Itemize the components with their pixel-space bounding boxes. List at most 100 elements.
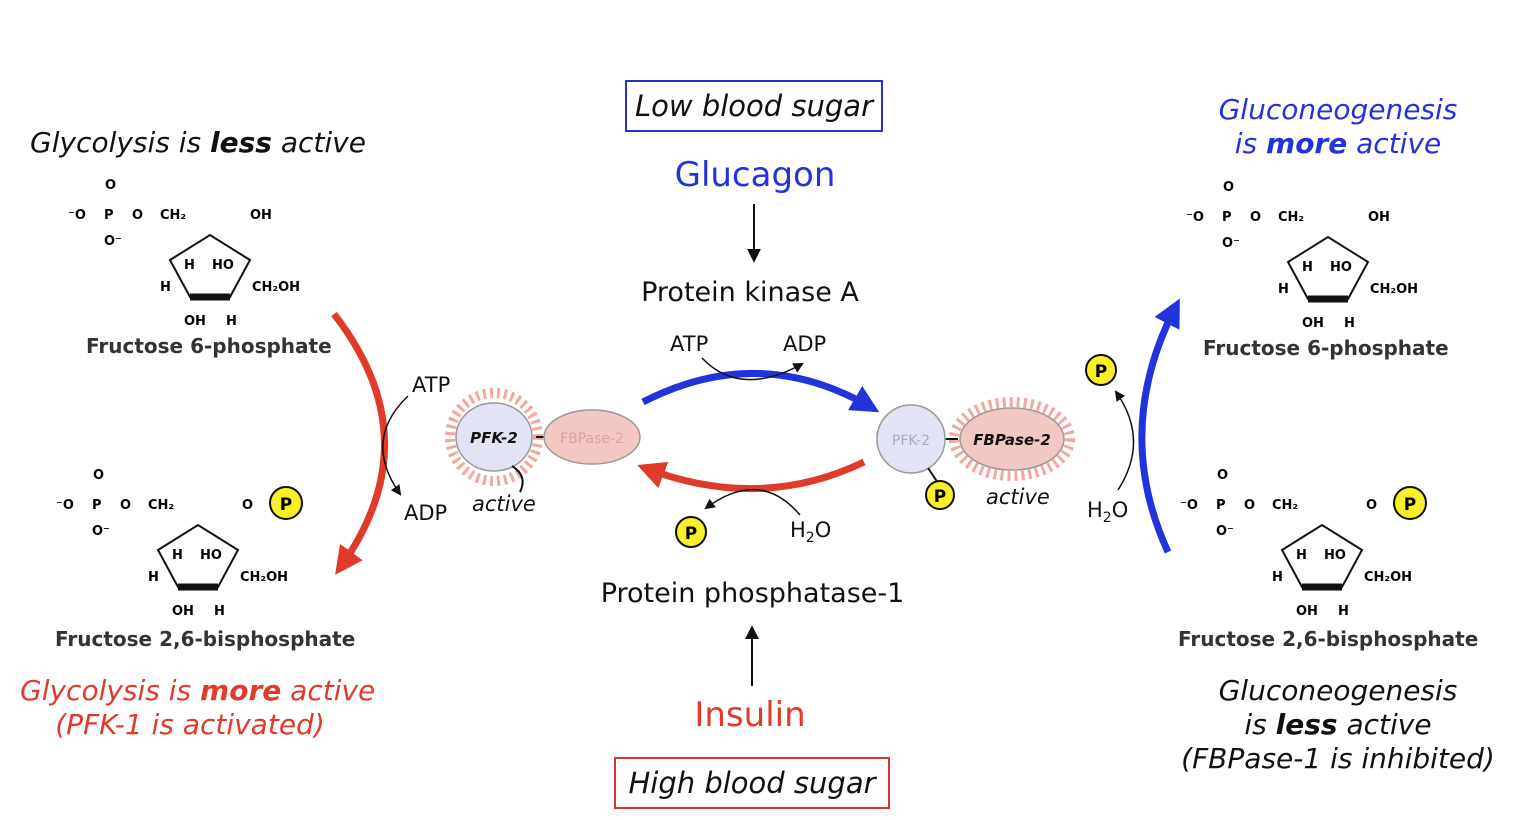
- svg-text:CH₂: CH₂: [1272, 498, 1298, 513]
- svg-text:O: O: [1250, 210, 1261, 225]
- right-pfk2-label: PFK-2: [892, 433, 930, 449]
- svg-text:O: O: [132, 208, 143, 223]
- svg-text:O: O: [242, 498, 253, 513]
- svg-text:CH₂: CH₂: [160, 208, 186, 223]
- glycolysis-less-active-label: Glycolysis is less active: [30, 126, 366, 159]
- svg-text:H: H: [226, 314, 237, 329]
- left-atp-adp-arrow: [382, 395, 409, 496]
- right-f26bp-caption: Fructose 2,6-bisphosphate: [1178, 627, 1479, 651]
- svg-text:O: O: [93, 468, 104, 483]
- svg-text:OH: OH: [1296, 604, 1318, 619]
- svg-text:O: O: [1217, 468, 1228, 483]
- svg-text:⁻O: ⁻O: [56, 498, 74, 513]
- svg-text:CH₂OH: CH₂OH: [1370, 282, 1418, 297]
- svg-text:OH: OH: [172, 604, 194, 619]
- svg-text:OH: OH: [1302, 316, 1324, 331]
- svg-text:H: H: [1338, 604, 1349, 619]
- svg-text:P: P: [1222, 210, 1232, 225]
- svg-text:P: P: [104, 208, 114, 223]
- left-atp-label: ATP: [412, 373, 451, 397]
- svg-text:P: P: [1216, 498, 1226, 513]
- dephosphorylation-arrow: [637, 458, 866, 493]
- svg-text:H: H: [184, 258, 195, 273]
- right-f26bp-structure: ⁻O P O O⁻ O CH₂ O P H HO H CH₂OH OH H: [1180, 468, 1427, 619]
- svg-text:H: H: [1296, 548, 1307, 563]
- svg-text:O⁻: O⁻: [104, 234, 122, 249]
- svg-text:OH: OH: [184, 314, 206, 329]
- phosphate-badge-right-enzyme: P: [925, 480, 955, 510]
- left-pfk2-label: PFK-2: [470, 429, 518, 447]
- svg-text:HO: HO: [1324, 548, 1346, 563]
- right-bifunctional-enzyme: PFK-2 FBPase-2: [876, 397, 1075, 487]
- svg-text:HO: HO: [1330, 260, 1352, 275]
- high-blood-sugar-box: High blood sugar: [614, 757, 890, 809]
- svg-text:P: P: [280, 495, 292, 515]
- glycolysis-more-active-label: Glycolysis is more active (PFK-1 is acti…: [20, 674, 376, 741]
- svg-text:HO: HO: [212, 258, 234, 273]
- svg-text:H: H: [160, 280, 171, 295]
- right-fbpase2-label: FBPase-2: [973, 431, 1051, 449]
- svg-text:H: H: [1302, 260, 1313, 275]
- right-h2o-p-arrow: [1114, 390, 1135, 491]
- svg-text:O⁻: O⁻: [1222, 236, 1240, 251]
- svg-text:CH₂OH: CH₂OH: [1364, 570, 1412, 585]
- left-fbpase2-label: FBPase-2: [560, 431, 624, 447]
- svg-text:CH₂: CH₂: [1278, 210, 1304, 225]
- insulin-label: Insulin: [694, 695, 806, 735]
- glycolysis-arc-arrow: [331, 311, 388, 575]
- h2o-p-arrow: [704, 488, 801, 516]
- svg-text:H: H: [148, 570, 159, 585]
- left-bifunctional-enzyme: PFK-2 FBPase-2: [445, 388, 641, 493]
- svg-text:O: O: [1366, 498, 1377, 513]
- protein-phosphatase-1-label: Protein phosphatase-1: [600, 578, 905, 609]
- svg-text:O: O: [1244, 498, 1255, 513]
- svg-text:O: O: [120, 498, 131, 513]
- center-atp-label: ATP: [670, 332, 709, 356]
- svg-text:CH₂OH: CH₂OH: [252, 280, 300, 295]
- svg-text:⁻O: ⁻O: [1186, 210, 1204, 225]
- svg-text:H: H: [172, 548, 183, 563]
- svg-text:P: P: [92, 498, 102, 513]
- phosphate-badge-right-reaction: P: [1085, 354, 1117, 386]
- svg-text:OH: OH: [1368, 210, 1390, 225]
- svg-text:HO: HO: [200, 548, 222, 563]
- phosphate-badge-center: P: [675, 516, 707, 548]
- svg-text:P: P: [1404, 495, 1416, 515]
- svg-text:O: O: [1223, 180, 1234, 195]
- left-f26bp-structure: ⁻O P O O⁻ O CH₂ O P H HO H CH₂OH OH H: [56, 468, 303, 619]
- glucagon-label: Glucagon: [674, 155, 836, 195]
- center-h2o-label: H2O: [790, 518, 832, 547]
- low-blood-sugar-box: Low blood sugar: [625, 80, 883, 132]
- svg-text:H: H: [1344, 316, 1355, 331]
- phosphorylation-arrow: [641, 370, 880, 413]
- svg-text:CH₂: CH₂: [148, 498, 174, 513]
- svg-text:H: H: [214, 604, 225, 619]
- svg-text:CH₂OH: CH₂OH: [240, 570, 288, 585]
- svg-text:O: O: [105, 178, 116, 193]
- right-h2o-label: H2O: [1087, 498, 1129, 527]
- left-f6p-caption: Fructose 6-phosphate: [86, 334, 332, 358]
- right-f6p-caption: Fructose 6-phosphate: [1203, 336, 1449, 360]
- gluconeogenesis-less-active-label: Gluconeogenesis is less active (FBPase-1…: [1181, 674, 1495, 775]
- svg-text:P: P: [685, 524, 697, 544]
- left-active-label: active: [472, 492, 536, 516]
- left-adp-label: ADP: [404, 501, 448, 525]
- left-f26bp-caption: Fructose 2,6-bisphosphate: [55, 627, 356, 651]
- svg-text:P: P: [1095, 362, 1107, 382]
- protein-kinase-a-label: Protein kinase A: [641, 277, 859, 308]
- svg-text:OH: OH: [250, 208, 272, 223]
- svg-text:H: H: [1272, 570, 1283, 585]
- atp-adp-arrow: [701, 357, 804, 381]
- right-f6p-structure: ⁻O P O O⁻ O CH₂ OH H HO H CH₂OH OH H: [1186, 180, 1418, 331]
- center-adp-label: ADP: [783, 332, 827, 356]
- svg-text:H: H: [1278, 282, 1289, 297]
- svg-text:⁻O: ⁻O: [1180, 498, 1198, 513]
- svg-text:O⁻: O⁻: [1216, 524, 1234, 539]
- svg-text:⁻O: ⁻O: [68, 208, 86, 223]
- svg-text:P: P: [934, 487, 946, 507]
- svg-text:O⁻: O⁻: [92, 524, 110, 539]
- right-active-label: active: [986, 485, 1050, 509]
- gluconeogenesis-more-active-label: Gluconeogenesis is more active: [1218, 93, 1458, 160]
